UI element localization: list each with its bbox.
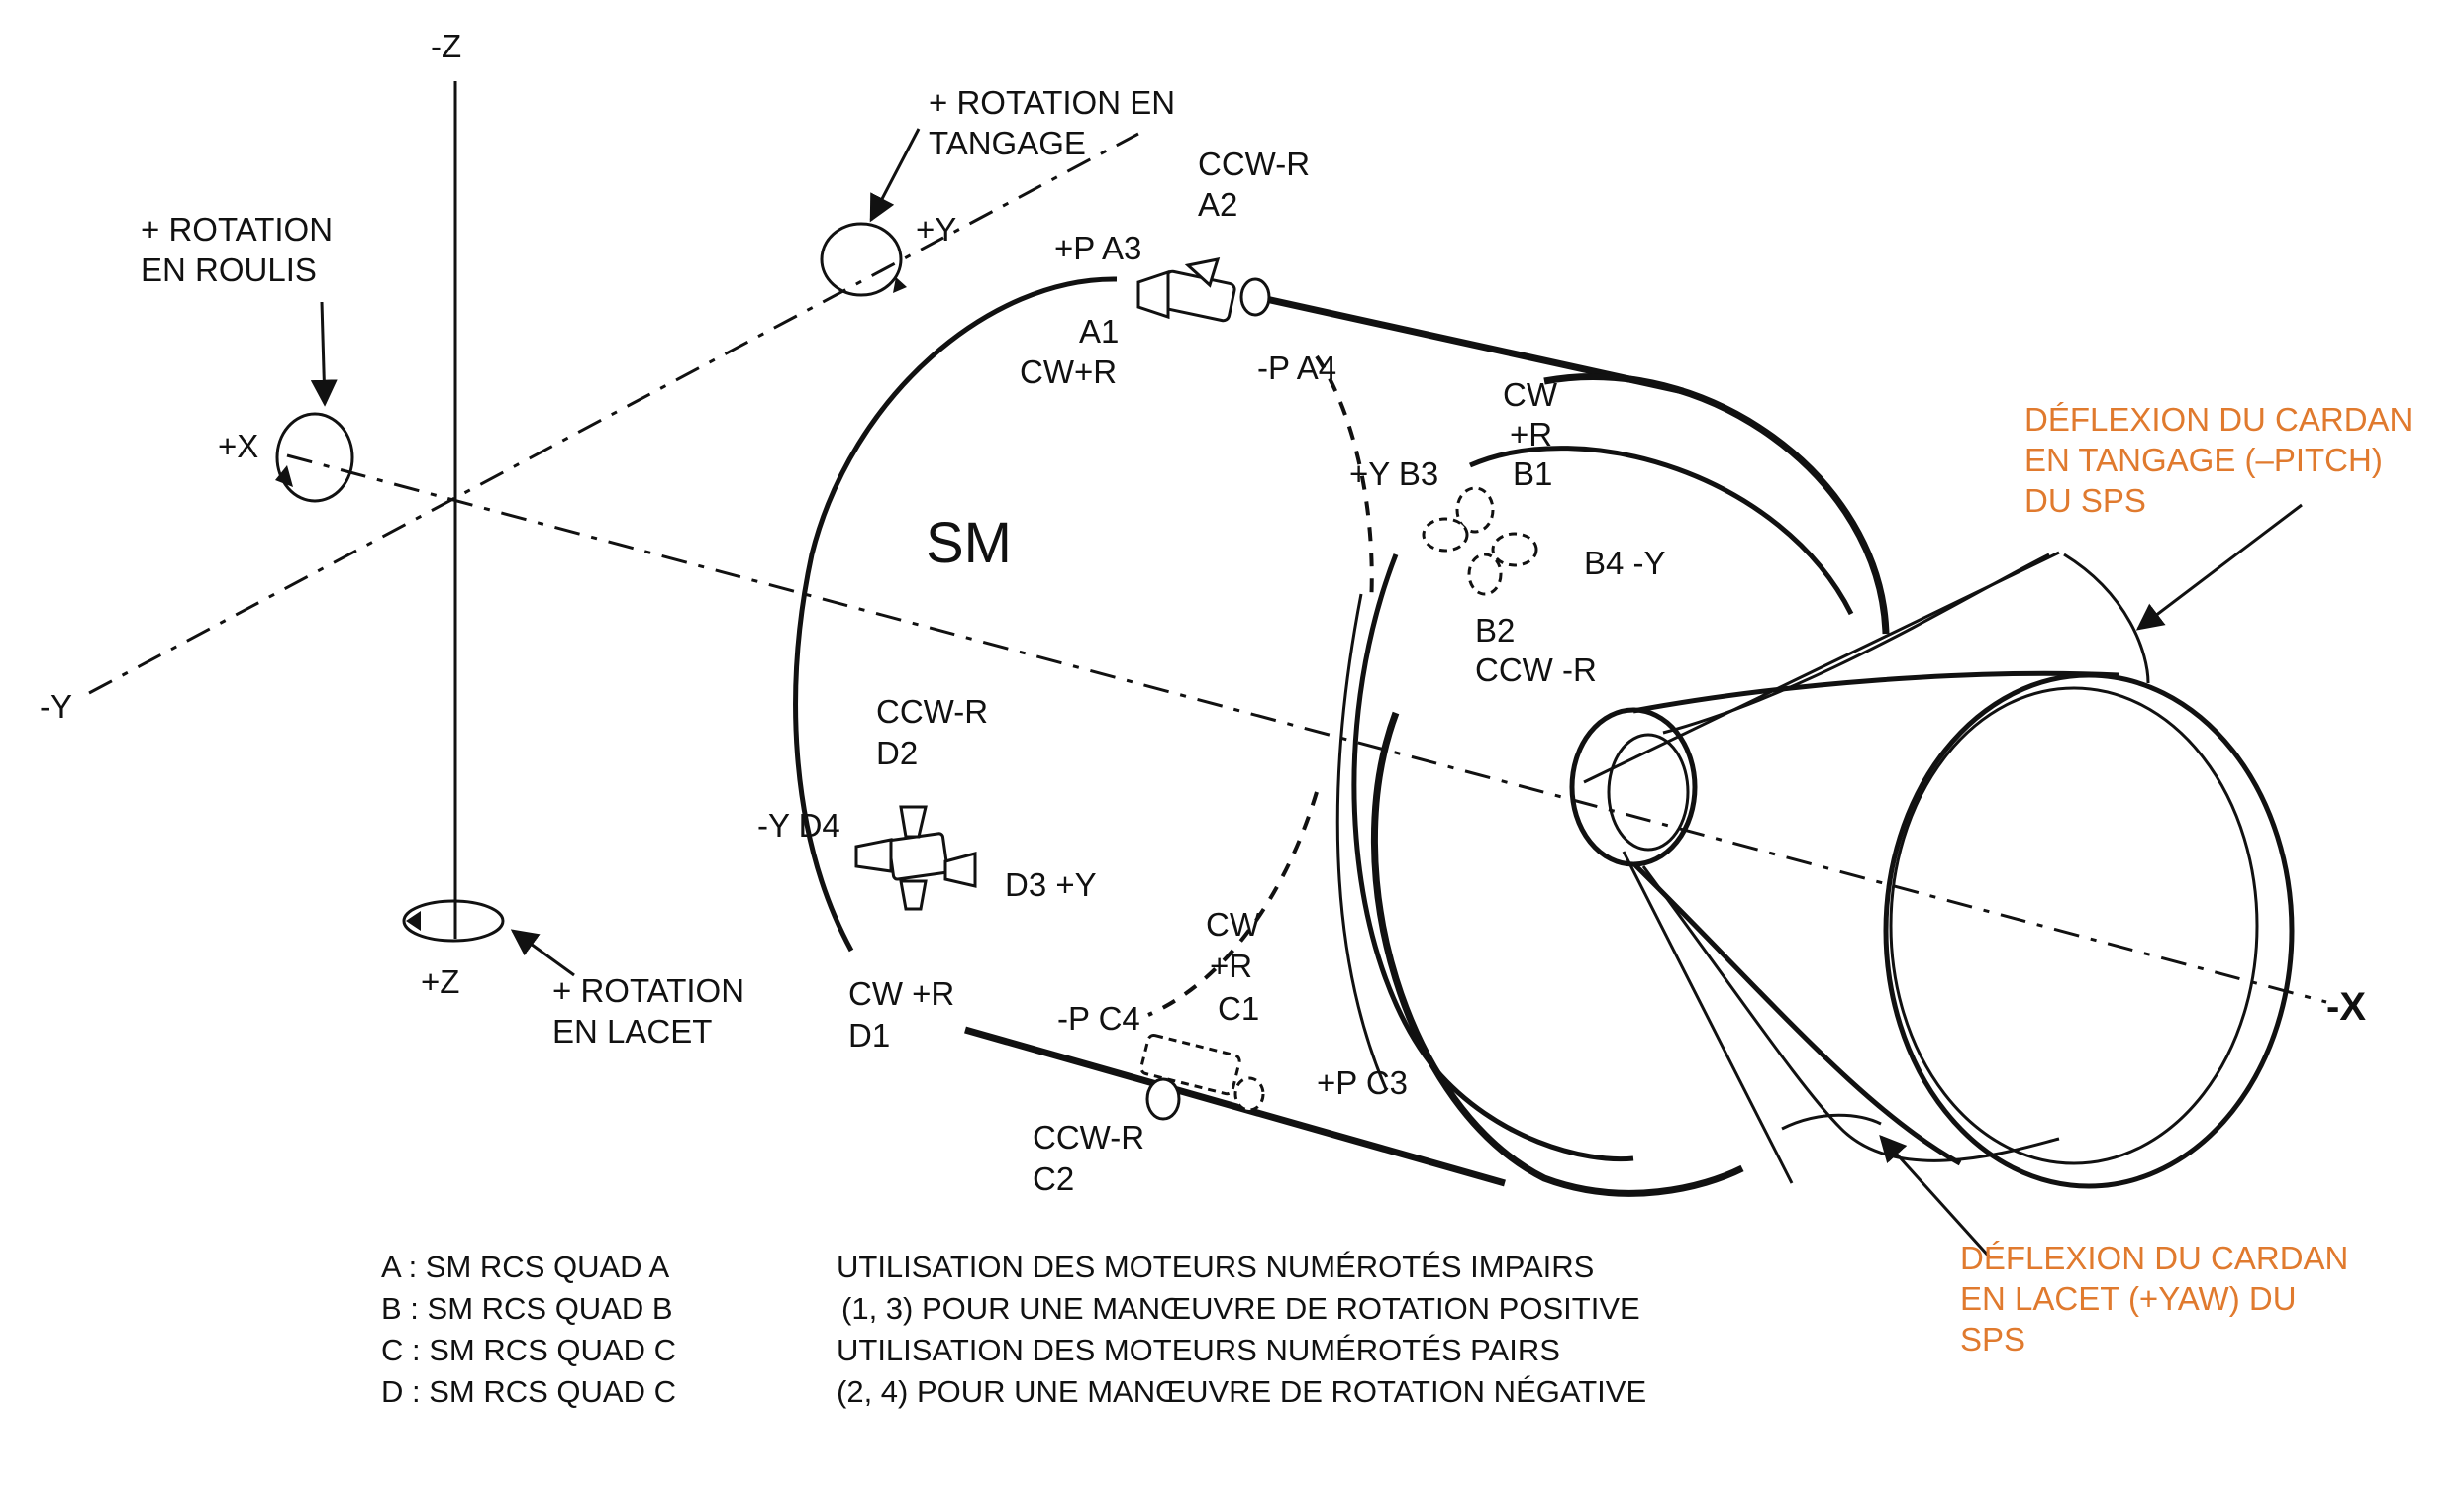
thruster-c2-label-1: CCW-R (1033, 1119, 1144, 1155)
quad-a-thrusters (1136, 257, 1271, 323)
front-face-arc-left (793, 276, 1118, 953)
axis-label-minus-x: -X (2326, 985, 2366, 1029)
axis-label-minus-z: -Z (431, 28, 461, 64)
legend-note-1: UTILISATION DES MOTEURS NUMÉROTÉS IMPAIR… (837, 1250, 1594, 1284)
yaw-rotation-icon (402, 899, 575, 977)
pitch-gimbal-annotation-3: DU SPS (2024, 482, 2146, 519)
thruster-a3-label: +P A3 (1054, 230, 1141, 266)
yaw-gimbal-annotation-2: EN LACET (+YAW) DU (1960, 1280, 2297, 1317)
thruster-d2-label-1: CCW-R (876, 693, 988, 730)
thruster-a4-label: -P A4 (1257, 350, 1336, 386)
thruster-a2-label-2: A2 (1198, 186, 1237, 223)
rear-ring-inner-left (1351, 553, 1634, 1162)
thruster-a1-label-1: A1 (1079, 313, 1119, 350)
quad-d-thrusters (854, 805, 977, 911)
thruster-c3-label: +P C3 (1317, 1064, 1408, 1101)
thruster-d1-label-2: D1 (848, 1017, 890, 1054)
pitch-rotation-label-1: + ROTATION EN (929, 84, 1175, 121)
quad-c-thrusters (1139, 1033, 1265, 1121)
thruster-c2-label-2: C2 (1033, 1160, 1074, 1197)
pitch-gimbal-annotation-2: EN TANGAGE (–PITCH) (2024, 442, 2383, 478)
pitch-deflection-axis (1583, 551, 2060, 784)
legend-key-d: D : SM RCS QUAD C (381, 1374, 676, 1409)
yaw-gimbal-annotation-3: SPS (1960, 1321, 2025, 1357)
thruster-b1-label-3: B1 (1513, 455, 1552, 492)
yaw-rotation-label-2: EN LACET (552, 1013, 712, 1050)
thruster-c1-label-2: +R (1210, 948, 1252, 984)
roll-rotation-label-2: EN ROULIS (141, 251, 317, 288)
pitch-rotation-label-2: TANGAGE (929, 125, 1086, 161)
service-module-body (793, 276, 1890, 1197)
yaw-annotation-arrow (1879, 1134, 1992, 1259)
pitch-gimbal-arc (2063, 553, 2150, 684)
service-module-label: SM (926, 511, 1012, 575)
rear-ring-outer-top (1543, 373, 1890, 635)
x-axis-line (286, 453, 2327, 1004)
axis-system (88, 81, 2327, 1004)
rear-ring-inner-top (1469, 446, 1854, 616)
axis-label-plus-y: +Y (916, 211, 956, 248)
yaw-rotation-label-1: + ROTATION (552, 972, 744, 1009)
body-bottom-edge (964, 1026, 1506, 1187)
front-face-arc-right-top (1315, 354, 1374, 605)
y-axis-line (88, 132, 1139, 695)
thruster-d4-label: -Y D4 (757, 807, 840, 844)
thruster-c4-label: -P C4 (1057, 1000, 1140, 1037)
roll-rotation-icon (275, 301, 354, 503)
axis-label-plus-z: +Z (421, 963, 459, 1000)
thruster-c1-label-3: C1 (1218, 990, 1259, 1027)
legend-key-c: C : SM RCS QUAD C (381, 1333, 676, 1367)
thruster-b3-label: +Y B3 (1349, 455, 1438, 492)
thruster-b2-label-1: B2 (1475, 612, 1515, 649)
nozzle-throat (1569, 707, 1698, 867)
axis-label-minus-y: -Y (40, 688, 72, 725)
yaw-gimbal-arc (1781, 1113, 1882, 1131)
legend-note-3: UTILISATION DES MOTEURS NUMÉROTÉS PAIRS (837, 1333, 1560, 1367)
thruster-c1-label-1: CW (1206, 906, 1261, 943)
axis-label-plus-x: +X (218, 428, 258, 464)
legend: A : SM RCS QUAD A B : SM RCS QUAD B C : … (381, 1250, 1646, 1409)
thruster-a2-label-1: CCW-R (1198, 146, 1310, 182)
pitch-annotation-arrow (2135, 503, 2303, 631)
thruster-b2-label-2: CCW -R (1475, 652, 1597, 688)
nozzle-bottom-edge (1631, 861, 1962, 1166)
thruster-a1-label-2: CW+R (1020, 353, 1117, 390)
pitch-rotation-icon (820, 128, 921, 297)
thruster-d1-label-1: CW +R (848, 975, 954, 1012)
deflected-yaw-edge (1641, 865, 2060, 1162)
rear-ring-edge (1335, 593, 1388, 1090)
legend-note-4: (2, 4) POUR UNE MANŒUVRE DE ROTATION NÉG… (837, 1374, 1646, 1409)
legend-note-2: (1, 3) POUR UNE MANŒUVRE DE ROTATION POS… (841, 1291, 1640, 1326)
rear-ring-outer-bottom (1370, 711, 1744, 1197)
quad-b-thrusters (1422, 486, 1538, 596)
pitch-gimbal-annotation-1: DÉFLEXION DU CARDAN (2024, 401, 2413, 438)
thruster-d3-label: D3 +Y (1005, 866, 1097, 903)
legend-key-b: B : SM RCS QUAD B (381, 1291, 673, 1326)
roll-rotation-label-1: + ROTATION (141, 211, 333, 248)
thruster-d2-label-2: D2 (876, 735, 918, 771)
sps-nozzle (1569, 503, 2303, 1259)
thruster-b4-label: B4 -Y (1584, 545, 1666, 581)
nozzle-top-edge (1632, 670, 2119, 714)
thruster-b1-label-1: CW (1503, 376, 1558, 413)
thruster-b1-label-2: +R (1510, 416, 1552, 452)
yaw-deflection-axis (1622, 851, 1794, 1184)
legend-key-a: A : SM RCS QUAD A (381, 1250, 669, 1284)
nozzle-exit-rim (1883, 672, 2295, 1189)
yaw-gimbal-annotation-1: DÉFLEXION DU CARDAN (1960, 1240, 2348, 1276)
